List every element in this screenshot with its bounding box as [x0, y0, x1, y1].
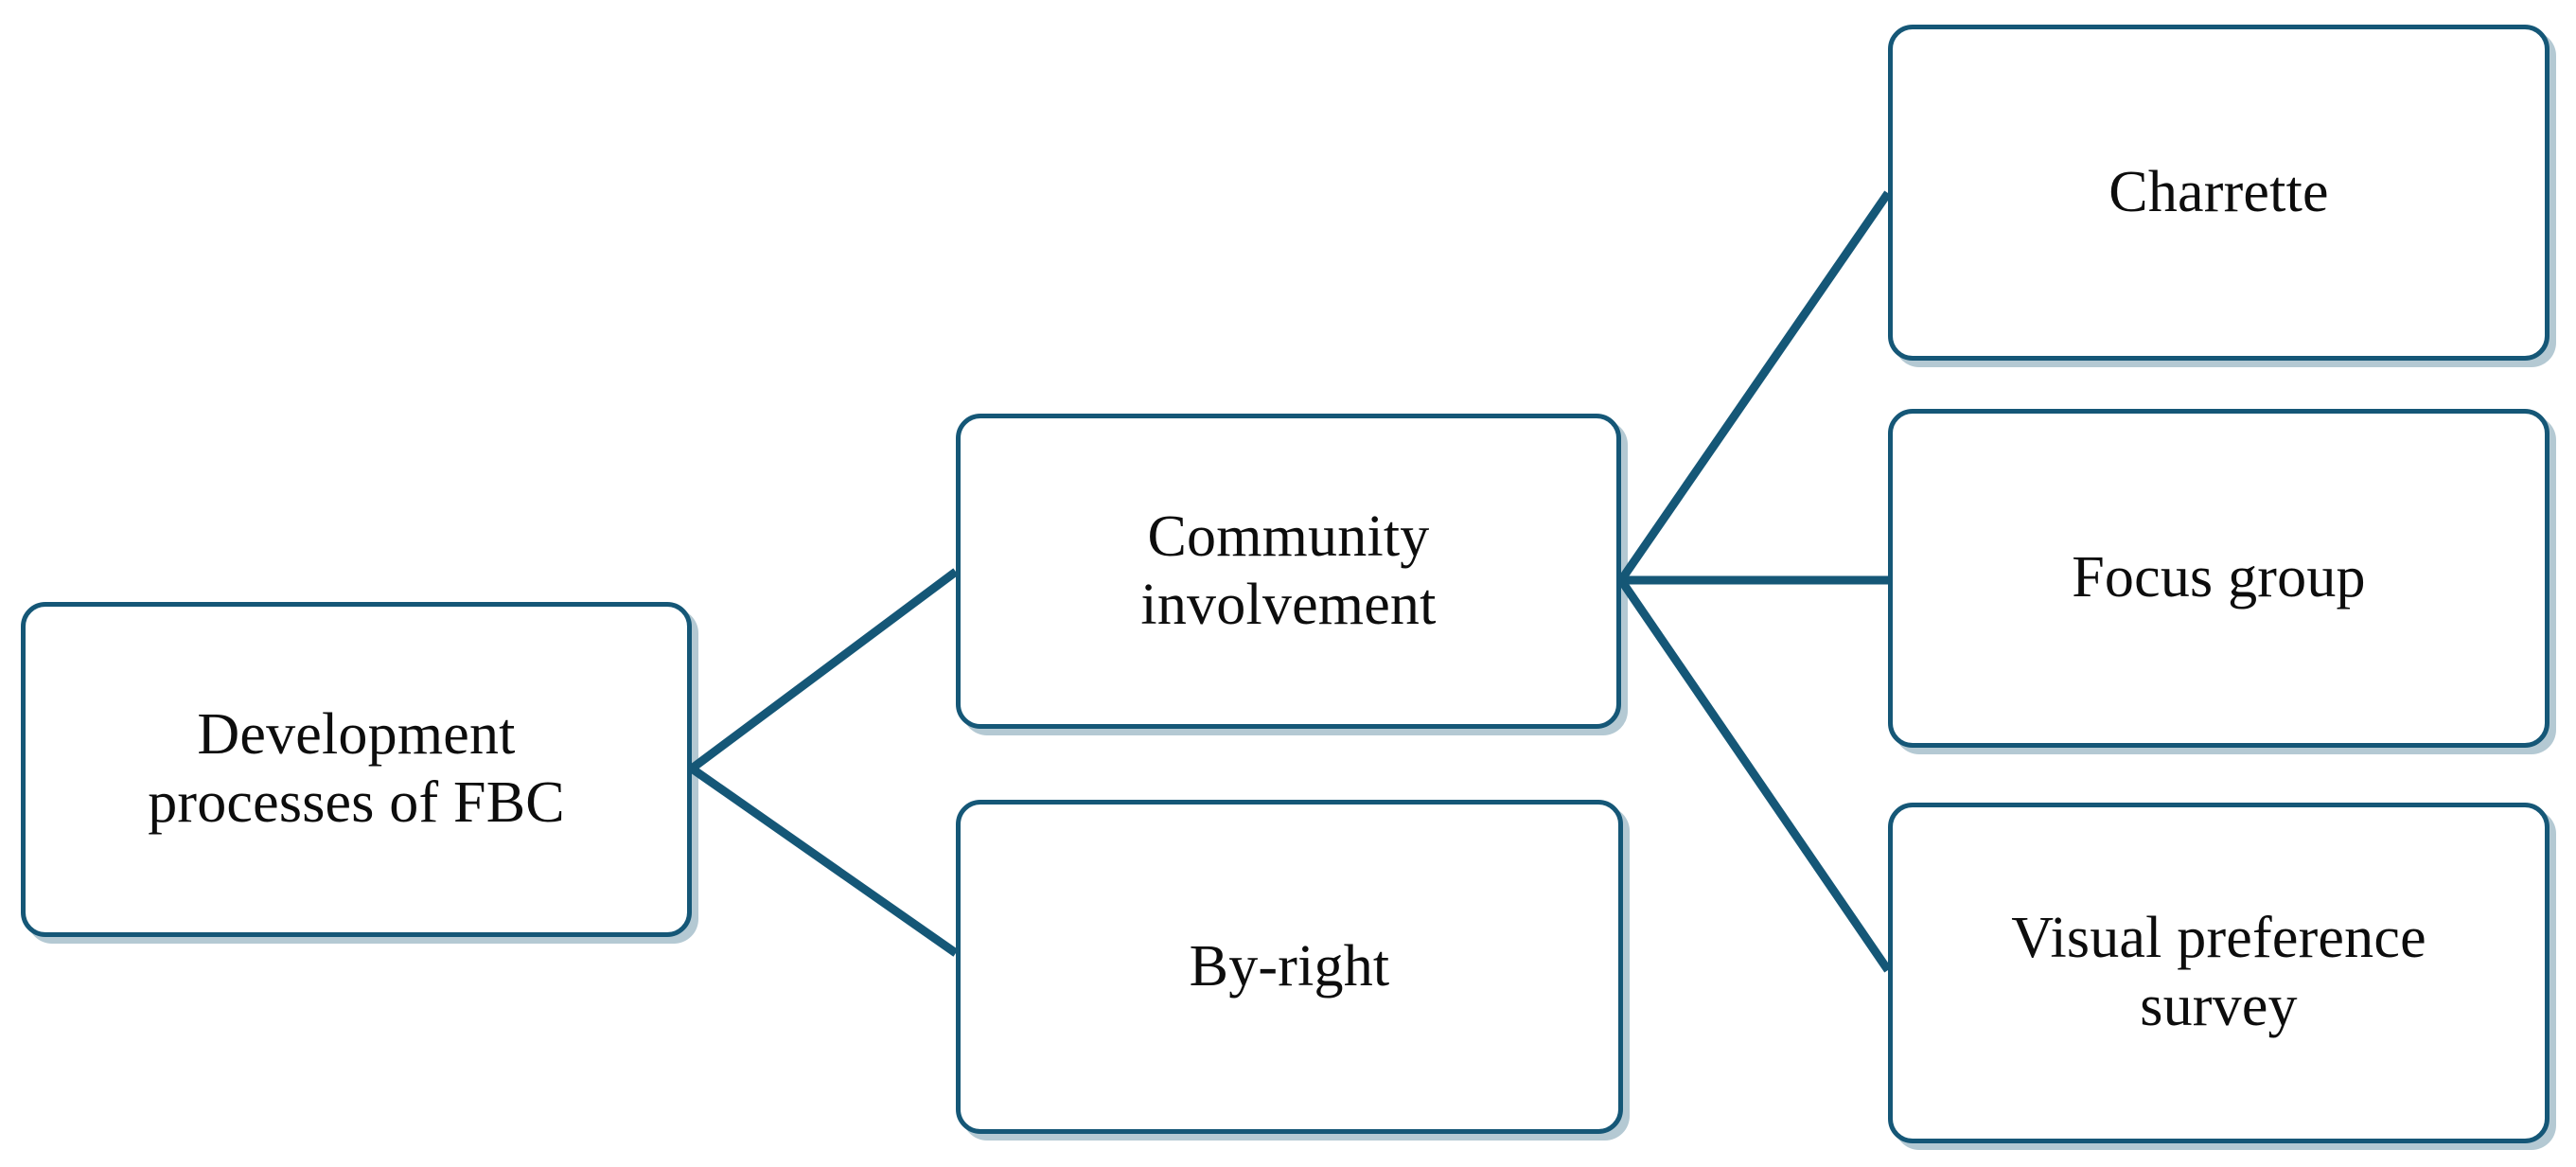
node-label: By-right	[1189, 933, 1390, 999]
edge-community-to-charrette	[1617, 190, 1892, 583]
node-visual-preference-survey[interactable]: Visual preference survey	[1888, 803, 2550, 1143]
node-focus-group[interactable]: Focus group	[1888, 409, 2550, 748]
edge-root-to-community	[689, 568, 959, 772]
node-label: Visual preference survey	[2011, 906, 2426, 1038]
node-development-processes-of-fbc[interactable]: Development processes of FBC	[21, 602, 692, 937]
node-label: Community involvement	[1140, 504, 1437, 637]
node-community-involvement[interactable]: Community involvement	[956, 414, 1621, 729]
edge-root-to-byright	[689, 765, 959, 957]
node-by-right[interactable]: By-right	[956, 800, 1623, 1134]
node-label: Development processes of FBC	[148, 702, 565, 835]
node-charrette[interactable]: Charrette	[1888, 25, 2550, 361]
node-label: Focus group	[2072, 545, 2366, 610]
edge-community-to-vps	[1617, 577, 1892, 973]
node-label: Charrette	[2108, 159, 2329, 224]
